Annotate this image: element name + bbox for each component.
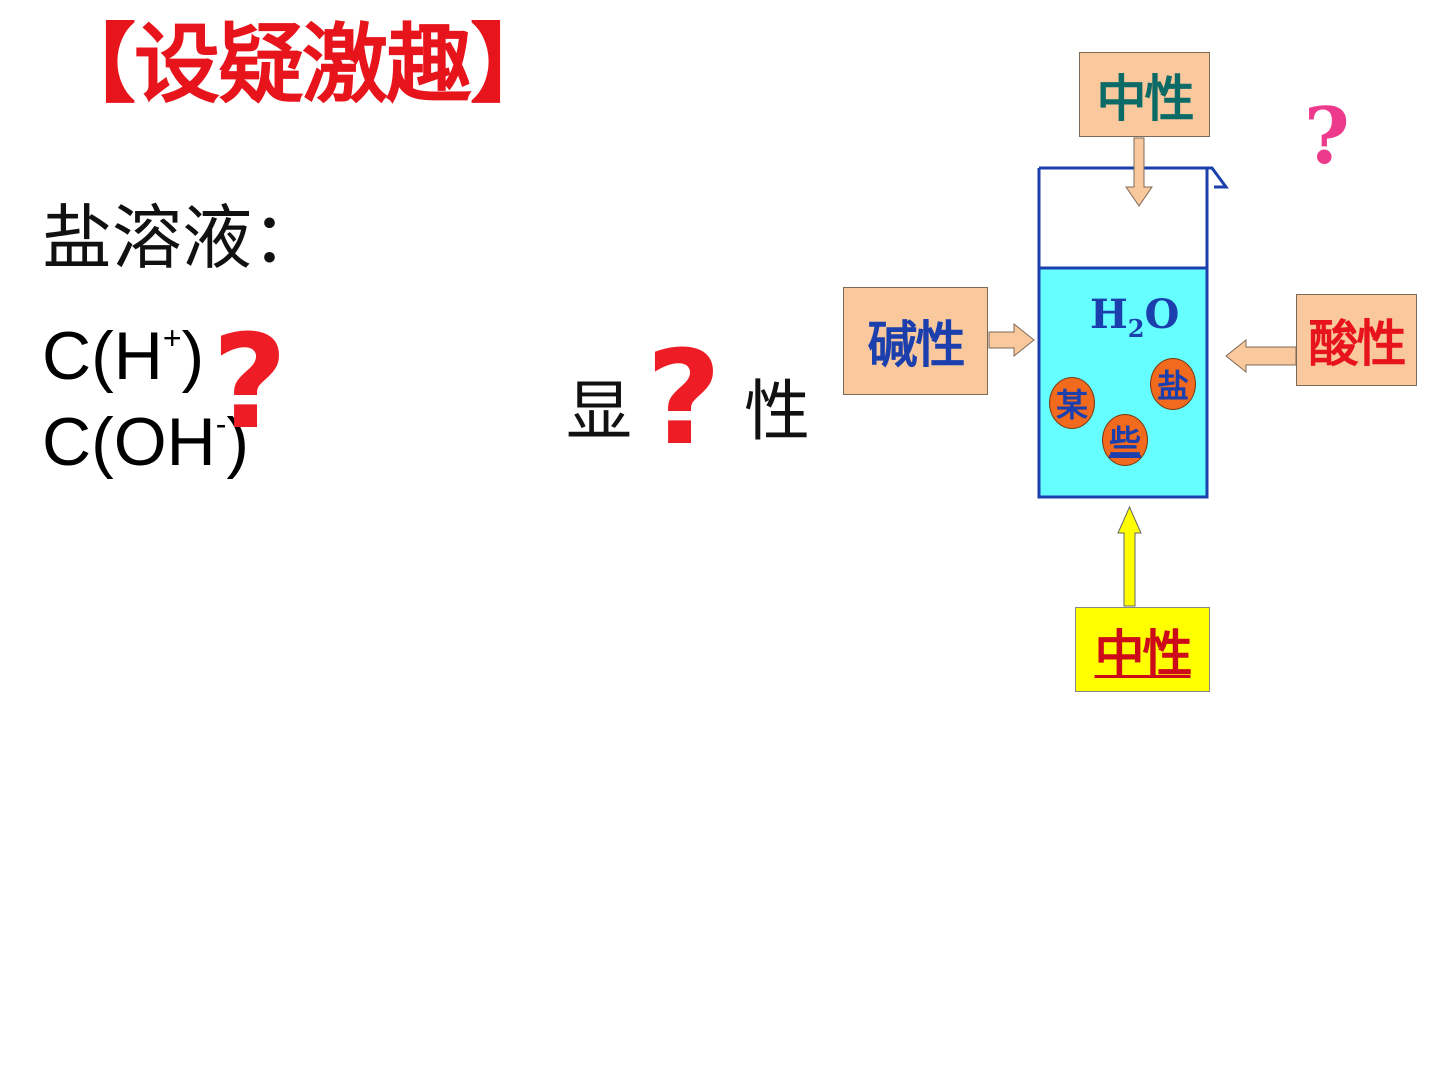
comparison-question-mark: ? bbox=[212, 306, 288, 458]
top-arrow bbox=[1125, 137, 1153, 207]
hydrogen-concentration: C(H+) bbox=[42, 316, 204, 408]
h2o-tail: O bbox=[1144, 291, 1180, 338]
conc-oh-base: C(OH bbox=[42, 404, 216, 480]
bottom-neutral-box: 中性 bbox=[1075, 607, 1210, 692]
water-formula: H2O bbox=[1090, 290, 1179, 354]
salt-ball-mou: 某 bbox=[1049, 377, 1095, 429]
basic-box: 碱性 bbox=[843, 287, 988, 395]
xing-character: 性 bbox=[744, 373, 810, 450]
acidic-box: 酸性 bbox=[1296, 294, 1417, 386]
salt-ball-xie-label: 些 bbox=[1108, 423, 1141, 461]
xian-character: 显 bbox=[566, 373, 632, 450]
h2o-base: H bbox=[1090, 291, 1128, 338]
salt-solution-label: 盐溶液： bbox=[42, 197, 322, 279]
property-question-mark: ? bbox=[646, 322, 722, 474]
h2o-sub: 2 bbox=[1127, 314, 1145, 343]
conc-oh-close: ) bbox=[226, 404, 250, 480]
top-neutral-box: 中性 bbox=[1079, 52, 1210, 137]
conc-h-close: ) bbox=[181, 318, 205, 394]
hydroxide-concentration: C(OH-) bbox=[42, 402, 249, 494]
left-arrow bbox=[988, 322, 1035, 358]
salt-ball-yan: 盐 bbox=[1150, 358, 1196, 410]
right-arrow bbox=[1225, 338, 1297, 374]
salt-ball-xie: 些 bbox=[1102, 414, 1148, 466]
conc-h-charge: + bbox=[162, 320, 182, 356]
bottom-arrow bbox=[1117, 505, 1142, 607]
conc-oh-charge: - bbox=[215, 406, 227, 442]
slide-title: 【设疑激趣】 bbox=[50, 15, 556, 115]
bottom-neutral-label: 中性 bbox=[1094, 623, 1193, 683]
pink-question-mark: ? bbox=[1304, 91, 1350, 182]
conc-h-base: C(H bbox=[42, 318, 163, 394]
